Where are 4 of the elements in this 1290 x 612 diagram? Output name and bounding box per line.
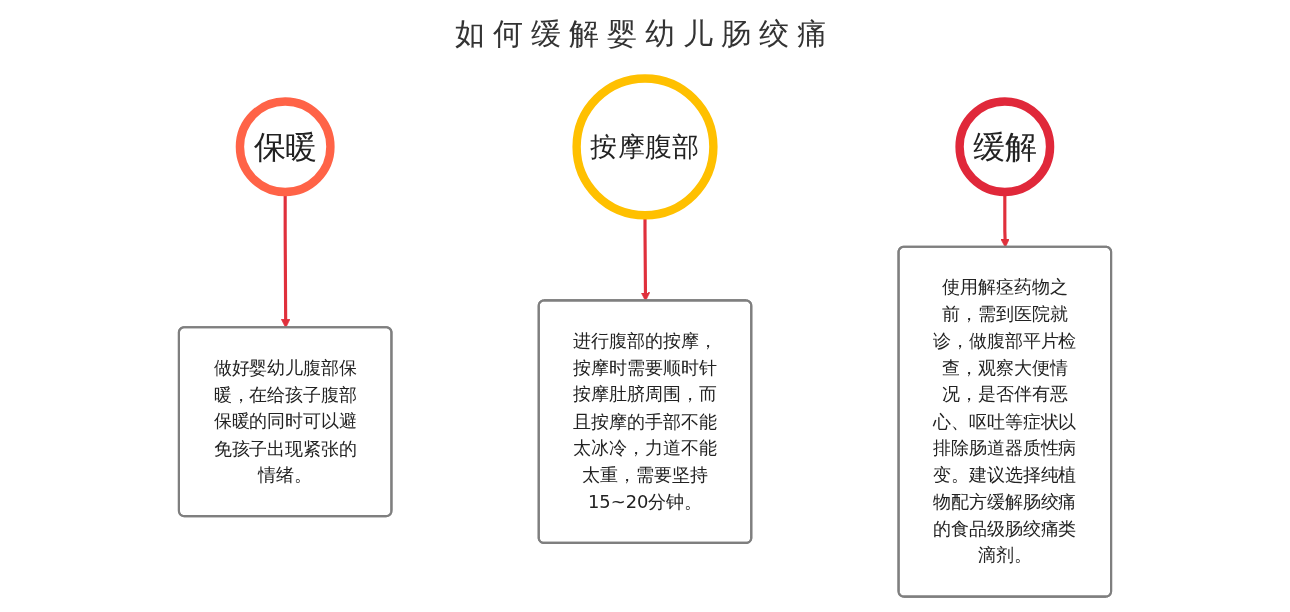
node-circle: 缓解	[955, 97, 1055, 197]
node-circle: 按摩腹部	[572, 74, 718, 220]
node-circle: 保暖	[235, 97, 335, 197]
diagram-title: 如何缓解婴幼儿肠绞痛	[455, 15, 835, 53]
